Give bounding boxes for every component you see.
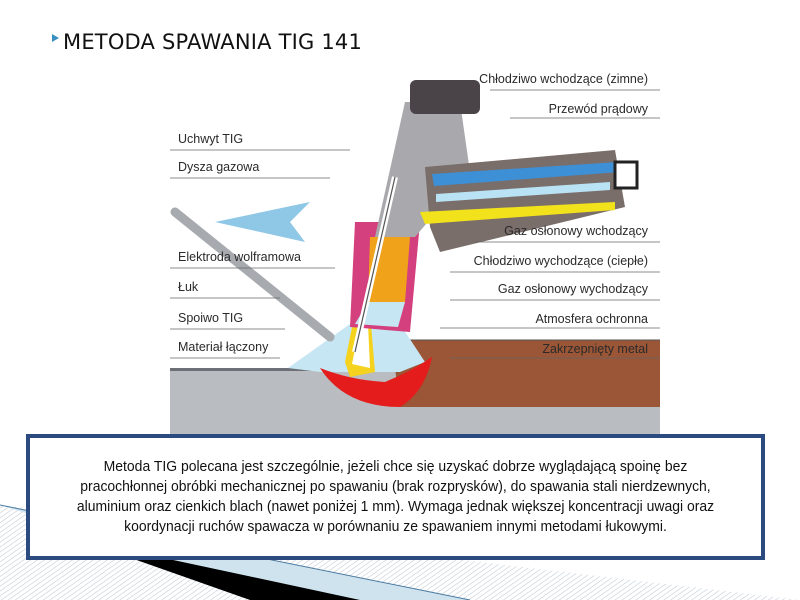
label-chlodziwo-wychodzace: Chłodziwo wychodzące (ciepłe) xyxy=(473,254,648,268)
label-atmosfera-ochronna: Atmosfera ochronna xyxy=(535,312,648,326)
label-spoiwo-tig: Spoiwo TIG xyxy=(178,311,244,325)
tig-torch-diagram: Uchwyt TIG Dysza gazowa Elektroda wolfra… xyxy=(170,62,660,434)
label-luk: Łuk xyxy=(178,280,199,294)
slide-title: METODA SPAWANIA TIG 141 xyxy=(52,30,362,54)
label-dysza-gazowa: Dysza gazowa xyxy=(178,160,260,174)
label-zakrzepniety-metal: Zakrzepnięty metal xyxy=(542,342,648,356)
label-uchwyt-tig: Uchwyt TIG xyxy=(178,132,244,146)
caption-text: Metoda TIG polecana jest szczególnie, je… xyxy=(76,458,715,535)
caption-box: Metoda TIG polecana jest szczególnie, je… xyxy=(26,434,765,560)
label-przewod-pradowy: Przewód prądowy xyxy=(548,102,648,116)
label-material-laczony: Materiał łączony xyxy=(178,340,269,354)
label-chlodziwo-wchodzace: Chłodziwo wchodzące (zimne) xyxy=(479,72,648,86)
label-gaz-oslonowy-wychodzacy: Gaz osłonowy wychodzący xyxy=(497,282,648,296)
tig-torch-illustration xyxy=(170,80,660,434)
label-elektroda-wolframowa: Elektroda wolframowa xyxy=(178,250,301,264)
triangle-bullet-icon xyxy=(52,34,59,42)
label-gaz-oslonowy-wchodzacy: Gaz osłonowy wchodzący xyxy=(504,224,648,238)
slide-title-text: METODA SPAWANIA TIG 141 xyxy=(63,30,363,54)
